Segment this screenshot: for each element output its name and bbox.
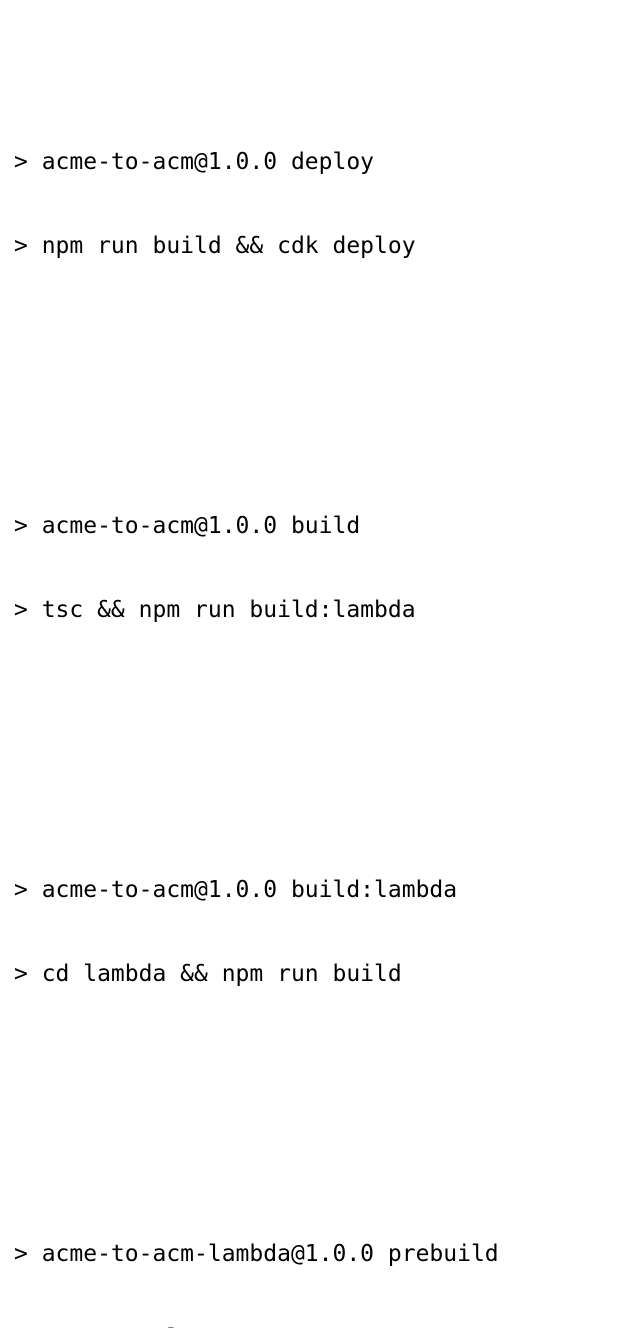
terminal-line: > npm run build && cdk deploy bbox=[14, 233, 416, 259]
terminal-line: > npm run clean bbox=[14, 1324, 630, 1328]
terminal-output: > acme-to-acm@1.0.0 deploy > npm run bui… bbox=[14, 92, 630, 1328]
terminal-line: > acme-to-acm@1.0.0 deploy bbox=[14, 149, 375, 175]
npm-script-block-build-lambda: > acme-to-acm@1.0.0 build:lambda > cd la… bbox=[14, 820, 630, 1044]
terminal-line: > acme-to-acm@1.0.0 build bbox=[14, 513, 361, 539]
terminal-line: > acme-to-acm@1.0.0 build:lambda bbox=[14, 877, 458, 903]
terminal-line: > cd lambda && npm run build bbox=[14, 961, 402, 987]
npm-script-block-deploy: > acme-to-acm@1.0.0 deploy > npm run bui… bbox=[14, 92, 630, 316]
npm-script-block-build: > acme-to-acm@1.0.0 build > tsc && npm r… bbox=[14, 456, 630, 680]
terminal-line: > acme-to-acm-lambda@1.0.0 prebuild bbox=[14, 1241, 499, 1267]
npm-script-block-prebuild: > acme-to-acm-lambda@1.0.0 prebuild > np… bbox=[14, 1184, 630, 1328]
terminal-line: > tsc && npm run build:lambda bbox=[14, 597, 416, 623]
